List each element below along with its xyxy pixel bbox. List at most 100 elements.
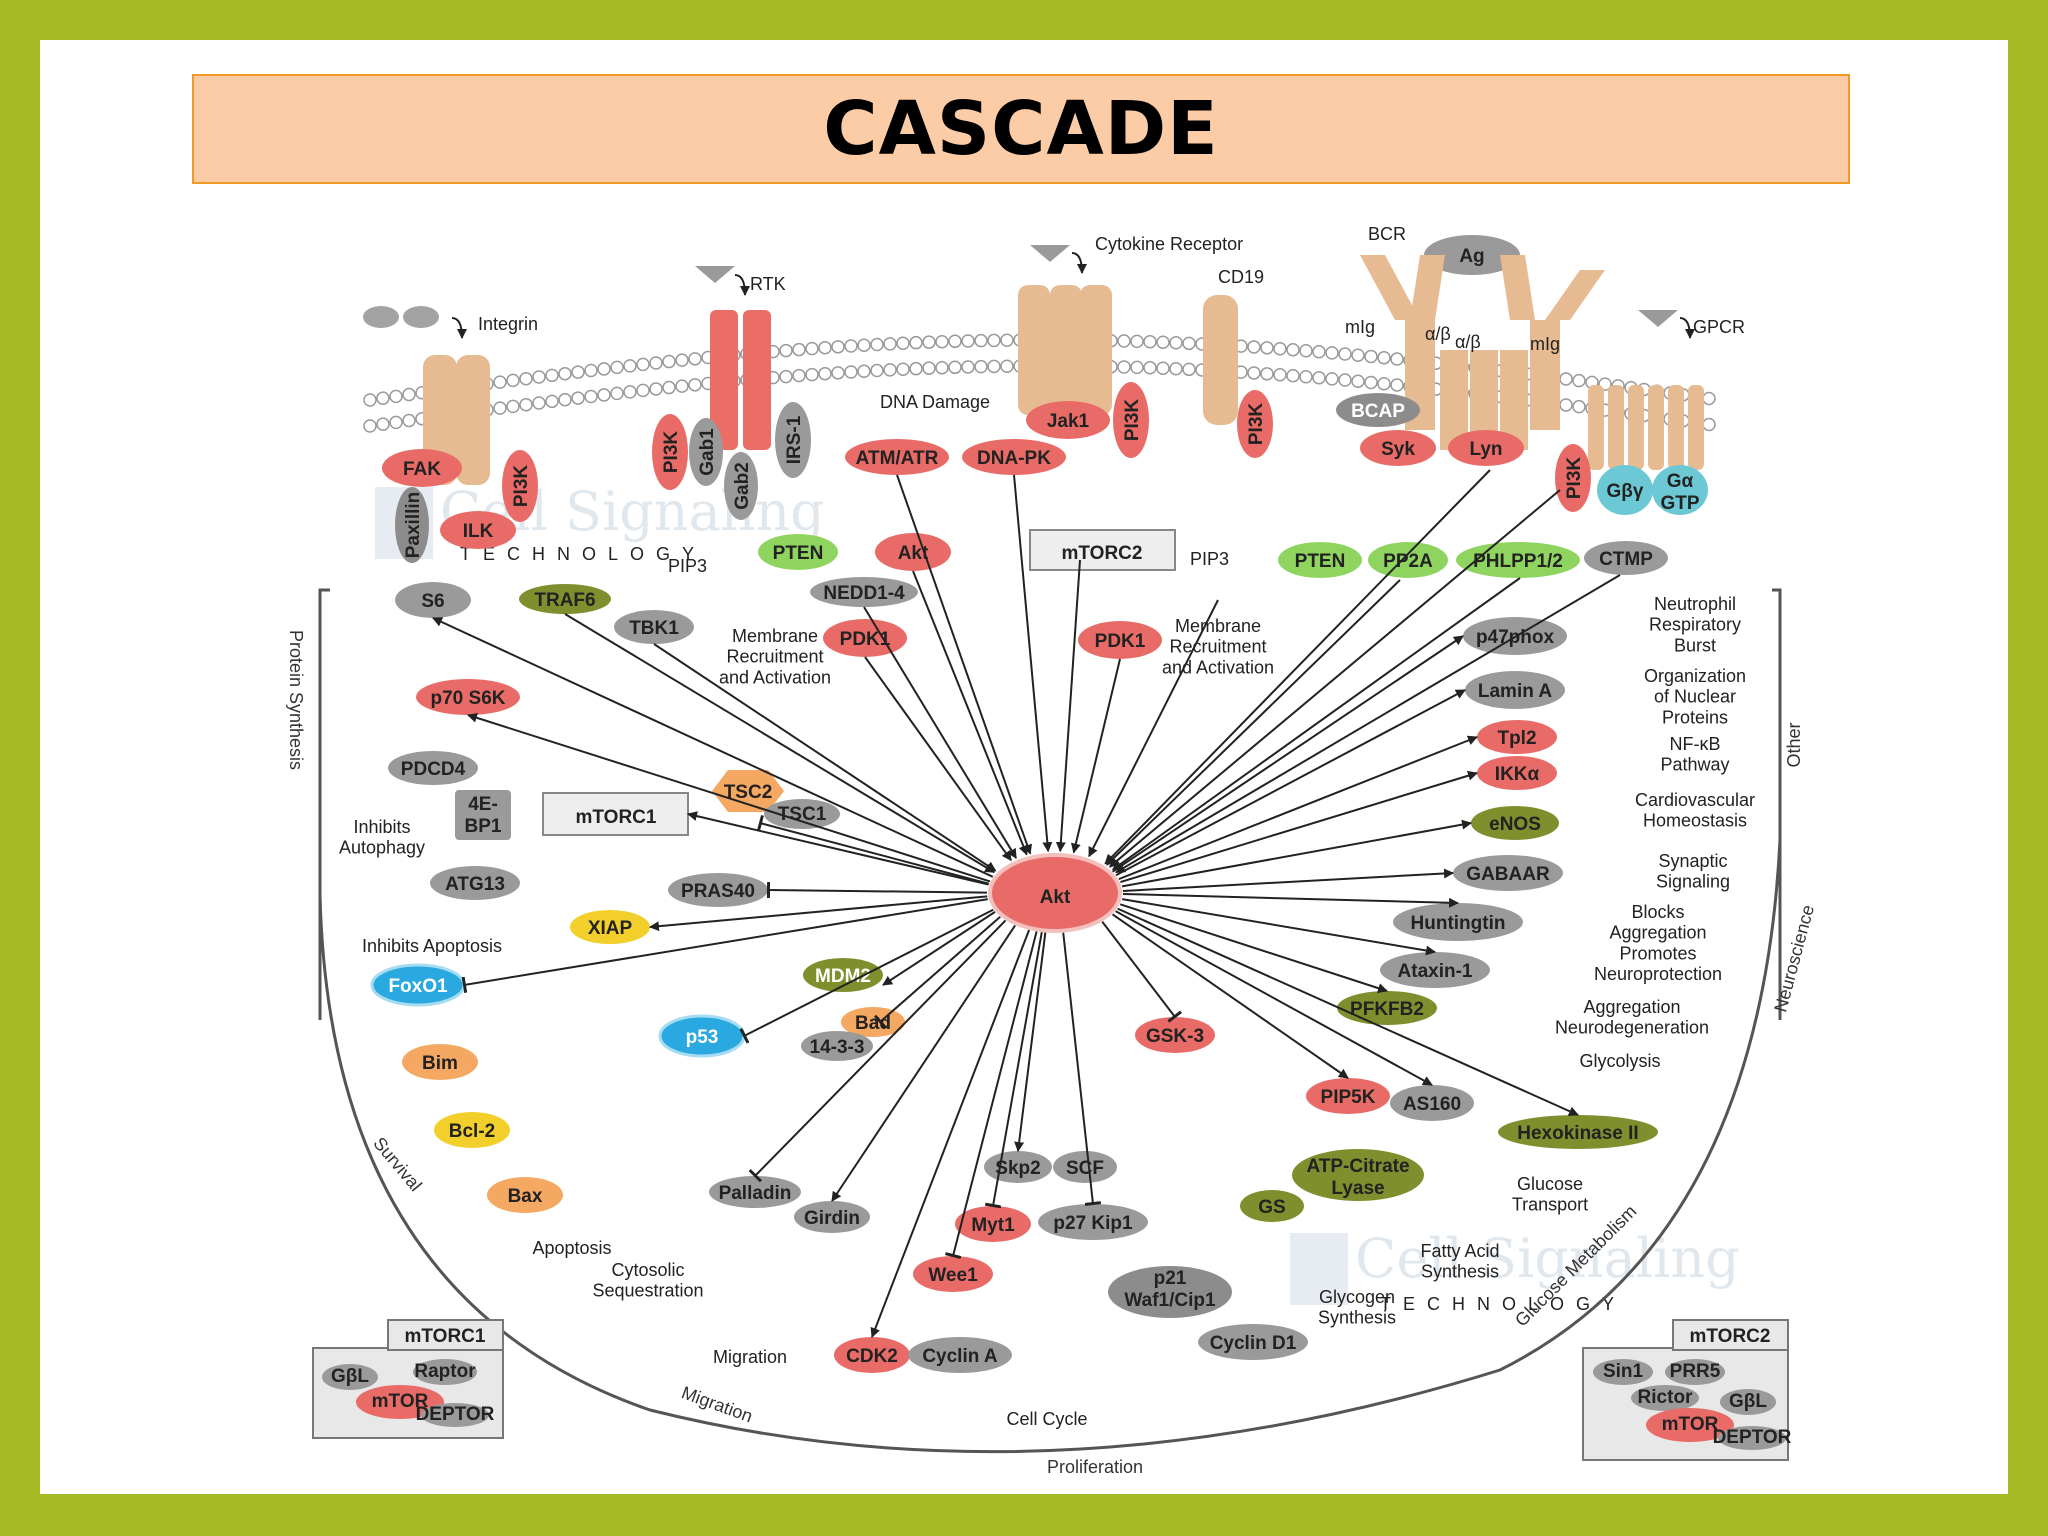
svg-text:ILK: ILK: [463, 521, 494, 542]
mtorc1-box: mTORC1: [542, 792, 689, 836]
svg-text:TBK1: TBK1: [629, 618, 679, 639]
svg-text:Akt: Akt: [1040, 887, 1071, 908]
node-ilk: ILK: [440, 511, 516, 549]
node-nedd: NEDD1-4: [810, 577, 918, 607]
edge-in-6: [1055, 559, 1081, 853]
edge-in-12: [1115, 574, 1621, 874]
edge-in-10: [1106, 579, 1401, 866]
node-tpl2: Tpl2: [1477, 720, 1557, 754]
svg-text:14-3-3: 14-3-3: [810, 1037, 865, 1058]
edge-out-14: [984, 932, 1043, 1209]
inhibits-apoptosis-label: Inhibits Apoptosis: [362, 936, 502, 956]
legend-mtorc1: mTORC1 GβL Raptor mTOR DEPTOR: [312, 1319, 504, 1439]
node-atg13: ATG13: [430, 866, 520, 900]
cell-cycle-label: Cell Cycle: [1006, 1409, 1087, 1429]
svg-text:Rictor: Rictor: [1638, 1387, 1694, 1408]
mtorc2-box: mTORC2: [1029, 529, 1176, 571]
node-pfkfb2: PFKFB2: [1337, 991, 1437, 1025]
migration-label: Migration: [713, 1347, 787, 1367]
svg-text:GS: GS: [1258, 1197, 1285, 1218]
svg-text:Bcl-2: Bcl-2: [449, 1121, 495, 1142]
svg-text:PTEN: PTEN: [1295, 551, 1346, 572]
svg-text:SCF: SCF: [1066, 1158, 1104, 1179]
node-bim: Bim: [402, 1044, 478, 1080]
node-tbk1: TBK1: [614, 610, 694, 644]
node-gab2: Gab2: [724, 452, 758, 520]
edge-out-24: [1122, 868, 1454, 892]
node-pdcd4: PDCD4: [388, 751, 478, 785]
svg-text:Cyclin A: Cyclin A: [922, 1346, 998, 1367]
svg-text:PI3K: PI3K: [511, 465, 532, 508]
svg-text:CDK2: CDK2: [846, 1346, 898, 1367]
node-lamin: Lamin A: [1465, 671, 1565, 709]
edge-in-1: [1013, 474, 1053, 853]
edge-in-7: [1088, 599, 1219, 858]
svg-text:Akt: Akt: [898, 543, 929, 564]
node-huntingtin: Huntingtin: [1393, 903, 1523, 941]
svg-text:Bim: Bim: [422, 1053, 458, 1074]
edge-out-18: [1111, 913, 1349, 1079]
edge-out-15: [1014, 932, 1047, 1152]
edge-out-28: [1115, 689, 1466, 877]
node-ikka: IKKα: [1477, 756, 1557, 790]
glycolysis-label: Glycolysis: [1579, 1051, 1660, 1071]
node-cyclin-a: Cyclin A: [908, 1337, 1012, 1373]
svg-text:ATG13: ATG13: [445, 874, 505, 895]
node-pi3k-cd19: PI3K: [1237, 390, 1273, 458]
node-foxo1: FoxO1: [370, 963, 466, 1007]
svg-text:TSC1: TSC1: [778, 804, 827, 825]
svg-text:PI3K: PI3K: [661, 431, 682, 474]
svg-text:TRAF6: TRAF6: [534, 590, 595, 611]
node-phlpp: PHLPP1/2: [1456, 542, 1580, 578]
svg-text:Girdin: Girdin: [804, 1208, 860, 1229]
node-gab1: Gab1: [689, 418, 723, 486]
svg-text:Gab1: Gab1: [697, 428, 718, 476]
edge-out-20: [1117, 907, 1579, 1116]
svg-text:PRR5: PRR5: [1670, 1361, 1721, 1382]
svg-text:PRAS40: PRAS40: [681, 881, 755, 902]
node-14-3-3: 14-3-3: [801, 1031, 873, 1061]
pathway-edges: [432, 469, 1621, 1338]
svg-text:mIg: mIg: [1345, 317, 1375, 337]
svg-text:PTEN: PTEN: [773, 543, 824, 564]
node-pten-right: PTEN: [1278, 542, 1362, 578]
category-boundaries: [318, 588, 1782, 1454]
svg-text:PI3K: PI3K: [1564, 457, 1585, 500]
svg-text:RTK: RTK: [750, 274, 786, 294]
svg-text:α/β: α/β: [1425, 324, 1451, 344]
svg-text:Myt1: Myt1: [971, 1215, 1015, 1236]
node-gs: GS: [1240, 1190, 1304, 1222]
node-4ebp1: 4E-BP1: [455, 790, 511, 840]
edge-out-0: [432, 617, 994, 878]
edge-out-29: [1111, 635, 1464, 873]
node-hexokinase: Hexokinase II: [1498, 1115, 1658, 1149]
svg-text:α/β: α/β: [1455, 332, 1481, 352]
node-jak1: Jak1: [1026, 401, 1110, 439]
receptor-cytokine: Cytokine Receptor: [1018, 234, 1243, 415]
edge-out-19: [1115, 910, 1433, 1086]
node-bcl2: Bcl-2: [434, 1112, 510, 1148]
edge-out-1: [467, 712, 991, 883]
svg-text:Lamin A: Lamin A: [1478, 681, 1553, 702]
node-tsc1: TSC1: [764, 799, 840, 829]
edge-out-6: [461, 898, 988, 994]
svg-text:PDK1: PDK1: [1095, 631, 1146, 652]
receptor-bcr: BCR Ag mIg mIg α/β α/β: [1345, 224, 1605, 450]
edge-out-16: [1062, 932, 1102, 1206]
edge-out-2: [687, 811, 989, 886]
receptor-gpcr: GPCR: [1588, 310, 1745, 470]
svg-text:FoxO1: FoxO1: [388, 976, 448, 997]
svg-text:Palladin: Palladin: [719, 1183, 792, 1204]
svg-text:IRS-1: IRS-1: [784, 415, 805, 464]
node-pi3k-rtk: PI3K: [652, 414, 688, 490]
node-pten-left: PTEN: [758, 534, 838, 570]
svg-text:Hexokinase II: Hexokinase II: [1517, 1123, 1638, 1144]
svg-text:mTORC2: mTORC2: [1690, 1326, 1771, 1347]
svg-text:Integrin: Integrin: [478, 314, 538, 334]
edge-out-5: [649, 895, 988, 932]
